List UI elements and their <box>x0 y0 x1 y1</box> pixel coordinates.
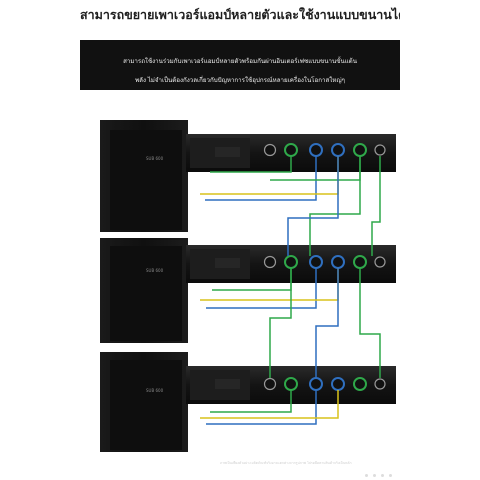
parallel-link-green <box>371 156 381 256</box>
rack-label: SUB 600 <box>146 388 164 393</box>
speakon-connector-blue <box>309 255 323 269</box>
cable-green <box>210 390 292 413</box>
parallel-link-green <box>309 156 361 256</box>
group-3 <box>100 352 396 452</box>
group-2 <box>100 238 396 343</box>
product-image-panel: SUB 600 SUB 600 SUB 600 สามารถขยายเพาเวอ… <box>80 0 400 480</box>
parallel-link-green <box>269 268 292 378</box>
group-1 <box>100 120 396 232</box>
speakon-connector-green <box>284 377 298 391</box>
cable-blue <box>205 156 317 201</box>
speakon-connector-blue <box>331 255 345 269</box>
speakon-connector-green <box>284 255 298 269</box>
xlr-connector <box>263 255 277 269</box>
rack-label: SUB 600 <box>146 268 164 273</box>
pager-dots[interactable] <box>365 462 400 477</box>
disclaimer-footnote: ภาพเป็นเพียงตัวอย่าง ผลิตภัณฑ์จริงอาจแตก… <box>220 461 352 465</box>
pager-dot[interactable] <box>365 474 368 477</box>
rack-label: SUB 600 <box>146 156 164 161</box>
speaker-cabinet-front <box>110 130 182 230</box>
subtitle-banner <box>80 40 400 90</box>
speakon-connector-blue <box>331 377 345 391</box>
subtitle-line-1: สามารถใช้งานร่วมกับเพาเวอร์แอมป์หลายตัวพ… <box>123 58 357 65</box>
parallel-link-blue <box>315 268 339 378</box>
speakon-connector-green <box>284 143 298 157</box>
pager-dot[interactable] <box>381 474 384 477</box>
speakon-connector-green <box>353 143 367 157</box>
pager-dot[interactable] <box>389 474 392 477</box>
amp-display <box>215 258 240 268</box>
cable-green <box>210 156 292 173</box>
speakon-connector-blue <box>309 143 323 157</box>
amplifier-parallel-illustration: SUB 600 SUB 600 SUB 600 <box>80 40 400 452</box>
xlr-connector <box>374 144 386 156</box>
speakon-connector-blue <box>331 143 345 157</box>
xlr-connector <box>374 256 386 268</box>
speaker-cabinet-front <box>110 246 182 341</box>
cable-blue <box>206 268 317 309</box>
cable-blue <box>206 390 317 425</box>
subtitle-line-2: พลัง ไม่จำเป็นต้องกังวลเกี่ยวกับปัญหาการ… <box>135 77 345 84</box>
speakon-connector-blue <box>309 377 323 391</box>
amp-display <box>215 147 240 157</box>
xlr-connector <box>263 143 277 157</box>
speakon-connector-green <box>353 255 367 269</box>
pager-dot[interactable] <box>373 474 376 477</box>
parallel-link-green <box>359 268 381 378</box>
speaker-cabinet-front <box>110 360 182 450</box>
cable-yellow <box>200 390 339 419</box>
parallel-link-blue <box>287 156 339 256</box>
speakon-connector-green <box>353 377 367 391</box>
page-title: สามารถขยายเพาเวอร์แอมป์หลายตัวและใช้งานแ… <box>80 7 400 22</box>
amp-display <box>215 379 240 389</box>
xlr-connector <box>263 377 277 391</box>
xlr-connector <box>374 378 386 390</box>
